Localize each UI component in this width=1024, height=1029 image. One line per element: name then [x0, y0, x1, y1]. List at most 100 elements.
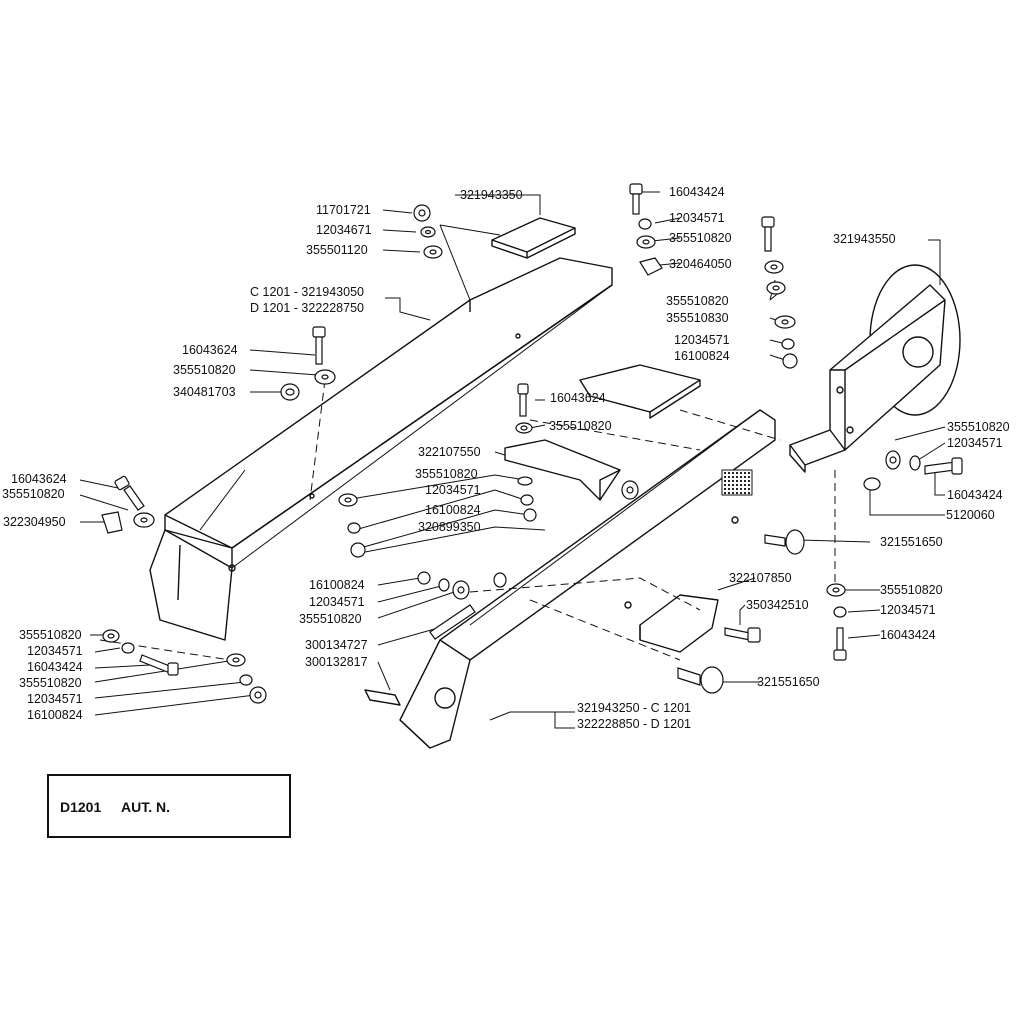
part-label: 340481703 — [173, 385, 236, 399]
caption-note: AUT. N. — [121, 799, 170, 815]
part-label: 16043424 — [669, 185, 725, 199]
part-label: 16100824 — [674, 349, 730, 363]
bolt-icon — [139, 654, 179, 676]
lower-guard-housing — [399, 409, 776, 749]
part-label: 16043624 — [11, 472, 67, 486]
part-label: 322304950 — [3, 515, 66, 529]
part-label: 16043424 — [947, 488, 1003, 502]
washer-icon — [423, 245, 443, 259]
top-plate — [491, 217, 576, 259]
part-label: 12034571 — [674, 333, 730, 347]
part-label: 300132817 — [305, 655, 368, 669]
part-label: 355510820 — [669, 231, 732, 245]
part-label: 355510820 — [2, 487, 65, 501]
part-label: 355510820 — [19, 628, 82, 642]
nut-icon — [639, 257, 663, 276]
part-label: 321943550 — [833, 232, 896, 246]
part-label: 355510820 — [299, 612, 362, 626]
lock-washer-icon — [781, 338, 795, 350]
lock-washer-icon — [638, 218, 652, 230]
bracket-322107850 — [639, 594, 719, 653]
bracket-322107550 — [504, 439, 621, 501]
washer-icon — [636, 235, 656, 249]
part-label: 300134727 — [305, 638, 368, 652]
washer-icon — [420, 226, 436, 238]
part-label: 16100824 — [425, 503, 481, 517]
bolt-icon — [629, 183, 643, 215]
washer-icon — [133, 512, 155, 528]
lock-washer-icon — [438, 578, 450, 592]
spacer-icon — [280, 383, 300, 401]
upper-guard-housing — [149, 257, 613, 641]
part-label: 355510820 — [173, 363, 236, 377]
small-plate-300132817 — [364, 689, 401, 706]
right-wheel-bracket — [789, 264, 961, 473]
part-label: 355501120 — [306, 243, 368, 257]
bolt-icon — [114, 475, 145, 511]
washer-icon — [102, 629, 120, 643]
part-labels: 11701721 12034671 355501120 321943350 C … — [2, 185, 1010, 731]
clip-icon — [101, 511, 123, 534]
washer-icon — [885, 450, 901, 470]
part-label: 12034571 — [27, 644, 83, 658]
washer-icon — [452, 580, 470, 600]
bolt-icon — [312, 326, 326, 365]
part-label: 322107550 — [418, 445, 481, 459]
nut-icon — [350, 542, 366, 558]
part-label: 320899350 — [418, 520, 481, 534]
part-label: 12034571 — [309, 595, 365, 609]
washer-icon — [515, 422, 533, 434]
part-label: 355510830 — [666, 311, 729, 325]
part-label: 321551650 — [757, 675, 820, 689]
part-label: 321551650 — [880, 535, 943, 549]
washer-icon — [826, 583, 846, 597]
fitting-icon — [764, 529, 805, 555]
part-label: 11701721 — [316, 203, 371, 217]
nut-icon — [782, 353, 798, 369]
caption-box: D1201 AUT. N. — [47, 774, 291, 838]
middle-top-bracket — [579, 364, 701, 419]
lock-washer-icon — [347, 522, 361, 534]
washer-icon — [517, 476, 533, 486]
part-label: C 1201 - 321943050 — [250, 285, 364, 299]
part-label: 16100824 — [27, 708, 83, 722]
bolt-icon — [517, 383, 529, 417]
washer-icon — [764, 260, 784, 274]
washer-icon — [338, 493, 358, 507]
assembly-axes — [99, 379, 836, 661]
part-label: 16043424 — [880, 628, 936, 642]
bolt-icon — [724, 627, 761, 643]
part-label: 355510820 — [880, 583, 943, 597]
part-label: 355510820 — [666, 294, 729, 308]
nut-icon — [417, 571, 431, 585]
lock-washer-icon — [520, 494, 534, 506]
part-label: 16100824 — [309, 578, 365, 592]
part-label: 16043624 — [550, 391, 606, 405]
washer-icon — [226, 653, 246, 667]
part-label: 321943350 — [460, 188, 523, 202]
lock-washer-icon — [833, 606, 847, 618]
part-label: 12034671 — [316, 223, 372, 237]
part-label: 12034571 — [425, 483, 481, 497]
part-label: 320464050 — [669, 257, 732, 271]
part-label: 16043424 — [27, 660, 83, 674]
washer-icon — [766, 281, 786, 295]
lock-washer-icon — [121, 642, 135, 654]
part-label: 322228850 - D 1201 — [577, 717, 691, 731]
part-label: 12034571 — [880, 603, 936, 617]
part-label: 321943250 - C 1201 — [577, 701, 691, 715]
part-label: 12034571 — [669, 211, 725, 225]
model-code: D1201 — [60, 799, 102, 815]
part-label: 355510820 — [549, 419, 612, 433]
cap-icon — [863, 477, 881, 491]
part-label: 16043624 — [182, 343, 238, 357]
part-label: 322107850 — [729, 571, 792, 585]
lock-washer-icon — [909, 455, 921, 471]
part-label: D 1201 - 322228750 — [250, 301, 364, 315]
nut-icon — [413, 204, 431, 222]
part-label: 12034571 — [27, 692, 83, 706]
fitting-icon — [677, 666, 724, 694]
part-label: 355510820 — [415, 467, 478, 481]
bolt-icon — [924, 457, 963, 475]
